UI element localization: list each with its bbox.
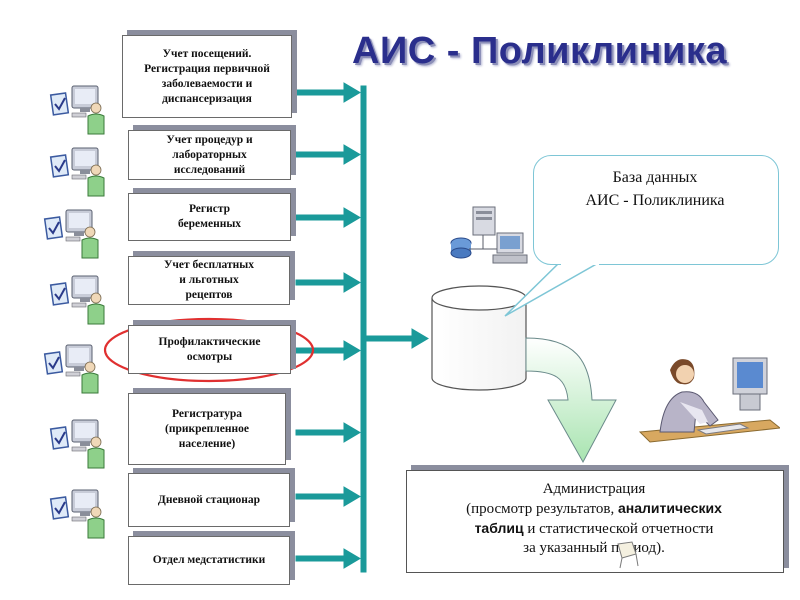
module-label: Дневной стационар (157, 493, 261, 506)
module-box-registry[interactable]: Регистратура (прикрепленное население) (128, 393, 286, 465)
workstation-icon (49, 419, 105, 469)
bubble-tail (504, 261, 603, 317)
admin-text-part: за указанный период). (523, 540, 665, 556)
database-cylinder (431, 285, 527, 391)
workstation-icons (43, 85, 105, 539)
admin-text-part: и статистической отчетности (523, 521, 714, 537)
module-label: Профилактические осмотры (158, 335, 261, 363)
arrow-6 (295, 422, 361, 443)
database-label: База данных АИС - Поликлиника (585, 169, 725, 209)
module-box-procedures[interactable]: Учет процедур и лабораторных исследовани… (128, 130, 291, 180)
operator-at-computer-illustration (638, 357, 780, 443)
module-box-medstat[interactable]: Отдел медстатистики (128, 536, 290, 585)
arrow-7 (295, 486, 361, 507)
server-network-icon (450, 206, 528, 264)
workstation-icon (43, 209, 99, 259)
workstation-icon (43, 344, 99, 394)
arrow-4 (295, 272, 361, 293)
big-curved-arrow (525, 337, 617, 464)
module-box-preventive-exams[interactable]: Профилактические осмотры (128, 325, 291, 374)
admin-text-bold: таблиц (474, 520, 524, 536)
arrow-2 (295, 144, 361, 165)
arrow-to-database (365, 328, 429, 349)
workstation-icon (49, 489, 105, 539)
decoration-icon (617, 541, 639, 569)
module-arrows (295, 82, 429, 573)
module-label: Учет процедур и лабораторных исследовани… (166, 133, 253, 176)
module-label: Регистр беременных (177, 203, 242, 230)
workstation-icon (49, 147, 105, 197)
page-title: АИС - Поликлиника (352, 30, 727, 72)
arrow-8 (295, 548, 361, 569)
module-box-day-hospital[interactable]: Дневной стационар (128, 473, 290, 527)
workstation-icon (49, 85, 105, 135)
module-box-visits[interactable]: Учет посещений. Регистрация первичной за… (122, 35, 292, 118)
bubble-tail-cover (561, 261, 599, 265)
vertical-bus (360, 85, 367, 573)
module-label: Учет бесплатных и льготных рецептов (163, 259, 255, 301)
module-box-prescriptions[interactable]: Учет бесплатных и льготных рецептов (128, 256, 290, 305)
module-box-pregnancy-register[interactable]: Регистр беременных (128, 193, 291, 241)
arrow-5 (295, 340, 361, 361)
arrow-3 (295, 207, 361, 228)
module-label: Учет посещений. Регистрация первичной за… (144, 47, 270, 105)
administration-box[interactable] (406, 470, 784, 573)
module-label: Регистратура (прикрепленное население) (165, 407, 249, 450)
arrow-1 (295, 82, 361, 103)
admin-text-bold: аналитических (617, 500, 722, 516)
admin-text-part: (просмотр результатов, (466, 501, 618, 517)
administration-text: Администрация (просмотр результатов, ана… (406, 480, 782, 558)
module-label: Отдел медстатистики (152, 554, 266, 566)
database-bubble (533, 155, 779, 265)
highlight-ellipse (103, 317, 315, 383)
admin-title: Администрация (542, 481, 646, 497)
workstation-icon (49, 275, 105, 325)
